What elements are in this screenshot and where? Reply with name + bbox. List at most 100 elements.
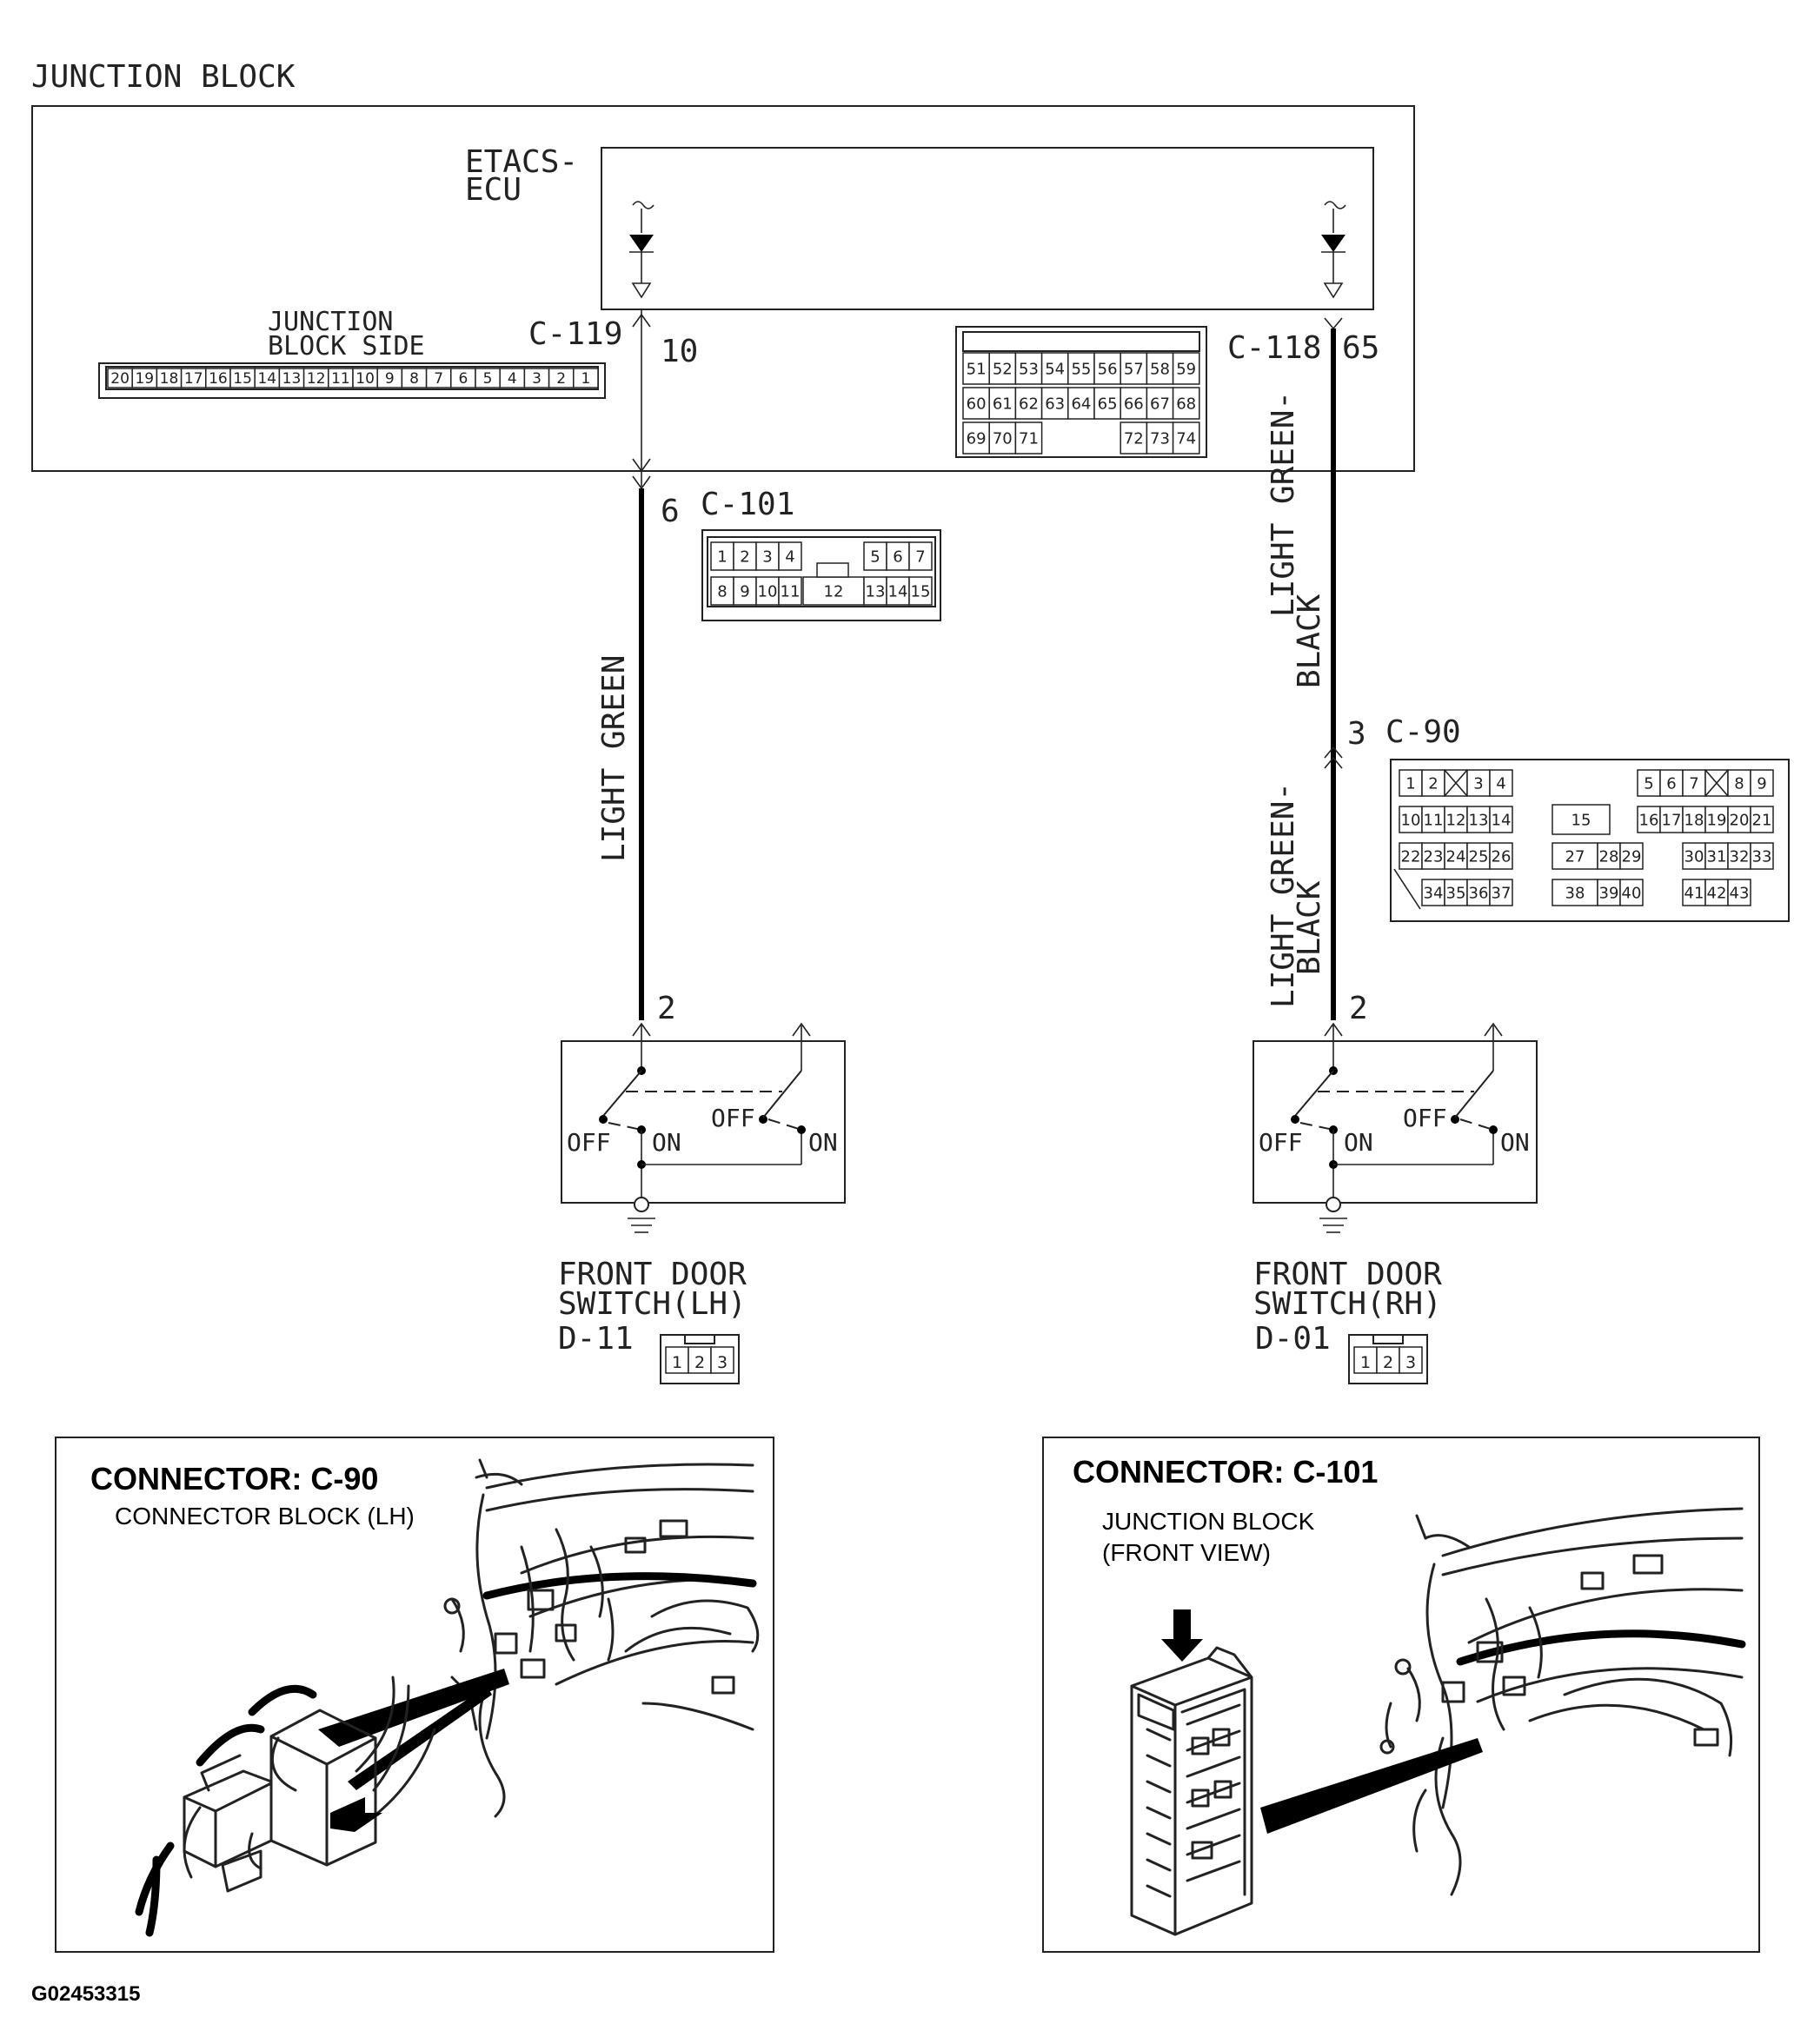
switch-lh-label-2: SWITCH(LH)	[558, 1286, 747, 1322]
c90-pin-cell	[1750, 806, 1774, 833]
c90-pin-number: 33	[1752, 847, 1772, 866]
c90-pin-cell	[1421, 842, 1445, 870]
c90-pin-number: 19	[1707, 811, 1727, 829]
c90-pin-number: 31	[1707, 847, 1727, 866]
c90-pin-number: 27	[1565, 847, 1585, 866]
c90-pin: 3	[1347, 716, 1366, 752]
c90-pin-number: 4	[1496, 774, 1505, 793]
c90-pin-number: 10	[1401, 811, 1421, 829]
c118-pin: 65	[1342, 330, 1379, 366]
switch-rh-label-2: SWITCH(RH)	[1253, 1286, 1442, 1322]
c118-pin-number: 68	[1176, 395, 1196, 413]
c118-pin-cell	[962, 352, 990, 385]
c118-pin-number: 53	[1019, 360, 1039, 378]
junction-block-frame	[31, 105, 1415, 472]
c90-pin-number: 36	[1469, 884, 1489, 902]
switch-rh-label: FRONT DOOR	[1253, 1257, 1442, 1292]
switch-rh-on-2: ON	[1500, 1128, 1530, 1157]
switch-lh-off-2: OFF	[711, 1104, 755, 1132]
connector-c90-panel	[55, 1437, 774, 1953]
c90-pin-number: 23	[1424, 847, 1444, 866]
panel-c101-subtitle-2: (FRONT VIEW)	[1102, 1539, 1271, 1566]
c118-pin-number: 67	[1150, 395, 1170, 413]
c101-pin-cell	[755, 541, 780, 571]
c118-pin-number: 70	[993, 429, 1013, 448]
c90-pin-number: 25	[1469, 847, 1489, 866]
c118-pin-cell	[962, 387, 990, 420]
switch-rh-pin: 2	[1349, 991, 1368, 1026]
figure-id: G02453315	[31, 1982, 140, 2006]
c90-pin-number: 16	[1639, 811, 1659, 829]
c90-pin-cell	[1552, 879, 1598, 906]
c90-pin-cell	[1727, 842, 1751, 870]
c90-label: C-90	[1385, 714, 1461, 750]
c118-pin-number: 73	[1150, 429, 1170, 448]
connector-arrow-icon	[1324, 746, 1343, 769]
c90-pin-number: 8	[1734, 774, 1744, 793]
c118-pin-cell	[1093, 352, 1121, 385]
switch-rh-on-1: ON	[1344, 1128, 1373, 1157]
c90-pin-cell	[1682, 769, 1706, 797]
c90-pin-number: 7	[1689, 774, 1698, 793]
c101-pin-cell	[908, 576, 933, 606]
c90-pin-cell	[1489, 842, 1513, 870]
c118-pin-cell	[1014, 421, 1043, 455]
c119-pin-number: 17	[184, 370, 203, 388]
c90-pin-cell	[1466, 842, 1491, 870]
connector-arrow-icon	[632, 313, 651, 328]
c118-pin-cell	[1120, 352, 1148, 385]
junction-block-title: JUNCTION BLOCK	[31, 59, 296, 95]
ecu-label: ETACS-	[465, 144, 578, 180]
c119-pin-number: 11	[331, 370, 350, 388]
c90-pin-number: 18	[1684, 811, 1704, 829]
c118-pin-number: 72	[1124, 429, 1144, 448]
c90-pin-cell	[1489, 806, 1513, 833]
c90-pin-number: 37	[1492, 884, 1512, 902]
panel-c90-subtitle: CONNECTOR BLOCK (LH)	[115, 1503, 415, 1530]
c90-pin-cell	[1727, 879, 1751, 906]
c90-pin-number: 39	[1599, 884, 1619, 902]
switch-lh-pin-2: 2	[694, 1353, 705, 1372]
c101-pin-number: 8	[717, 582, 727, 601]
c101-pin-number: 5	[870, 548, 880, 566]
c101-pin: 6	[661, 494, 680, 529]
c101-pin-number: 9	[740, 582, 749, 601]
c90-pin-number: 35	[1446, 884, 1466, 902]
c119-pin-number: 3	[532, 370, 542, 388]
c90-pin-number: 38	[1565, 884, 1585, 902]
switch-rh-connector	[1348, 1334, 1428, 1384]
c101-pin-number: 10	[758, 582, 778, 601]
c118-pin-cell	[1040, 387, 1069, 420]
c90-pin-cell	[1489, 879, 1513, 906]
switch-rh-code: D-01	[1255, 1321, 1331, 1357]
c119-pin-number: 13	[282, 370, 302, 388]
c119-pin-number: 4	[508, 370, 517, 388]
c118-pin-cell	[1093, 387, 1121, 420]
c118-pin-number: 55	[1071, 360, 1091, 378]
c90-pin-cell	[1704, 806, 1729, 833]
c90-pin-number: 40	[1622, 884, 1642, 902]
c90-pin-number: 15	[1571, 811, 1591, 829]
c119-pin-number: 16	[209, 370, 228, 388]
switch-rh-pin-3: 3	[1405, 1353, 1416, 1372]
switch-lh-pin-1: 1	[672, 1353, 682, 1372]
c118-pin-number: 66	[1124, 395, 1144, 413]
c101-pin-cell	[778, 576, 802, 606]
connector-c101-panel	[1042, 1437, 1760, 1953]
c90-pin-empty-mark	[1444, 769, 1468, 797]
c119-pin-number: 12	[307, 370, 326, 388]
c90-pin-cell	[1727, 769, 1751, 797]
c118-pin-number: 62	[1019, 395, 1039, 413]
c118-pin-number: 52	[993, 360, 1013, 378]
c90-pin-number: 26	[1492, 847, 1512, 866]
c90-pin-cell	[1489, 769, 1513, 797]
ecu-ground-right-icon	[1321, 201, 1346, 299]
c119-pin-number: 6	[458, 370, 468, 388]
c101-pin-number: 15	[911, 582, 931, 601]
c101-pin-number: 3	[762, 548, 772, 566]
c101-pin-cell	[710, 576, 734, 606]
wire-color-right-lower: LIGHT GREEN-	[1266, 782, 1301, 1008]
c118-pin-cell	[962, 421, 990, 455]
c101-pin-number: 14	[888, 582, 908, 601]
